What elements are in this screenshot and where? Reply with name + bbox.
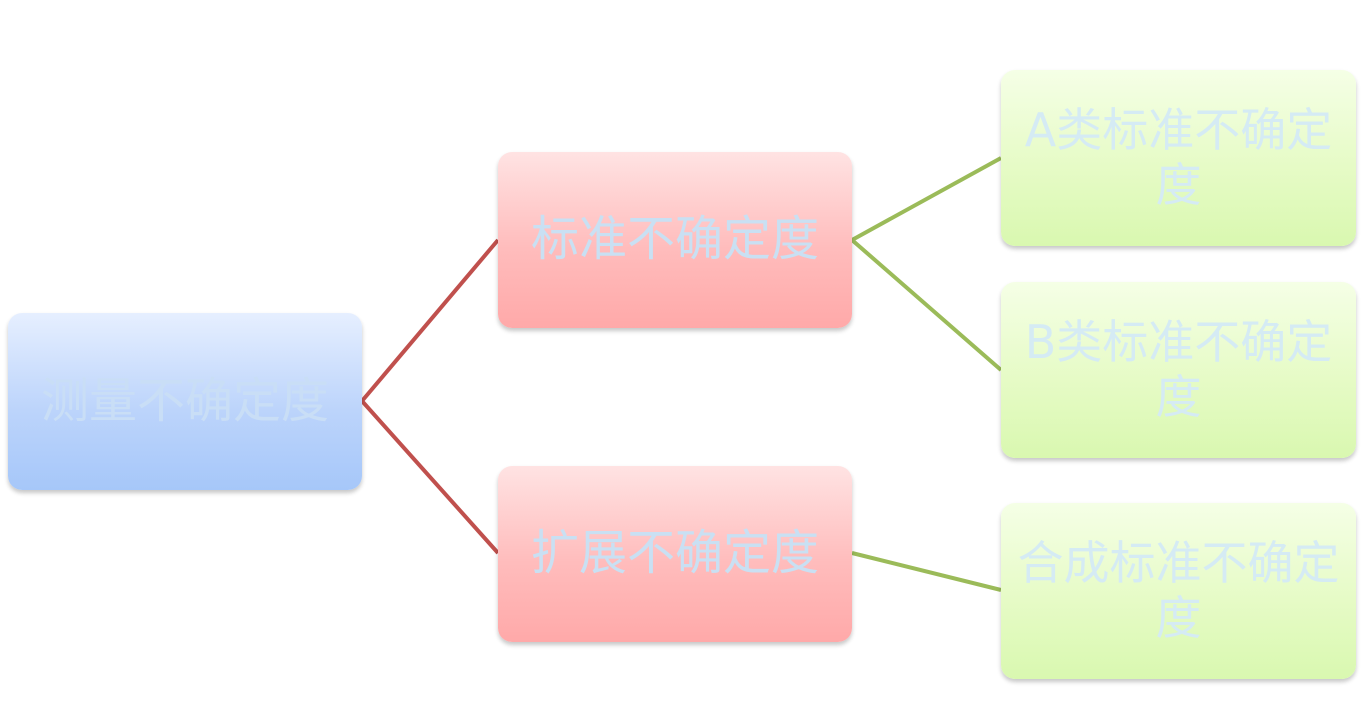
node-expanded-uncertainty: 扩展不确定度	[498, 466, 852, 642]
connector-root-to-expanded	[360, 399, 500, 555]
connector-expanded-to-combined	[851, 551, 1002, 592]
node-label: 标准不确定度	[530, 211, 819, 268]
node-measurement-uncertainty: 测量不确定度	[8, 313, 362, 490]
connector-standard-to-type-b	[850, 238, 1003, 372]
connector-root-to-standard	[360, 238, 500, 403]
node-label: 测量不确定度	[40, 372, 329, 429]
node-type-a-standard-uncertainty: A类标准不确定度	[1001, 70, 1356, 246]
connector-standard-to-type-a	[851, 156, 1002, 242]
node-label: 扩展不确定度	[530, 525, 819, 582]
node-standard-uncertainty: 标准不确定度	[498, 152, 852, 328]
node-label: A类标准不确定度	[1024, 102, 1333, 212]
node-type-b-standard-uncertainty: B类标准不确定度	[1001, 282, 1356, 458]
node-label: B类标准不确定度	[1024, 314, 1333, 424]
node-label: 合成标准不确定度	[1017, 535, 1340, 645]
node-combined-standard-uncertainty: 合成标准不确定度	[1001, 503, 1356, 679]
